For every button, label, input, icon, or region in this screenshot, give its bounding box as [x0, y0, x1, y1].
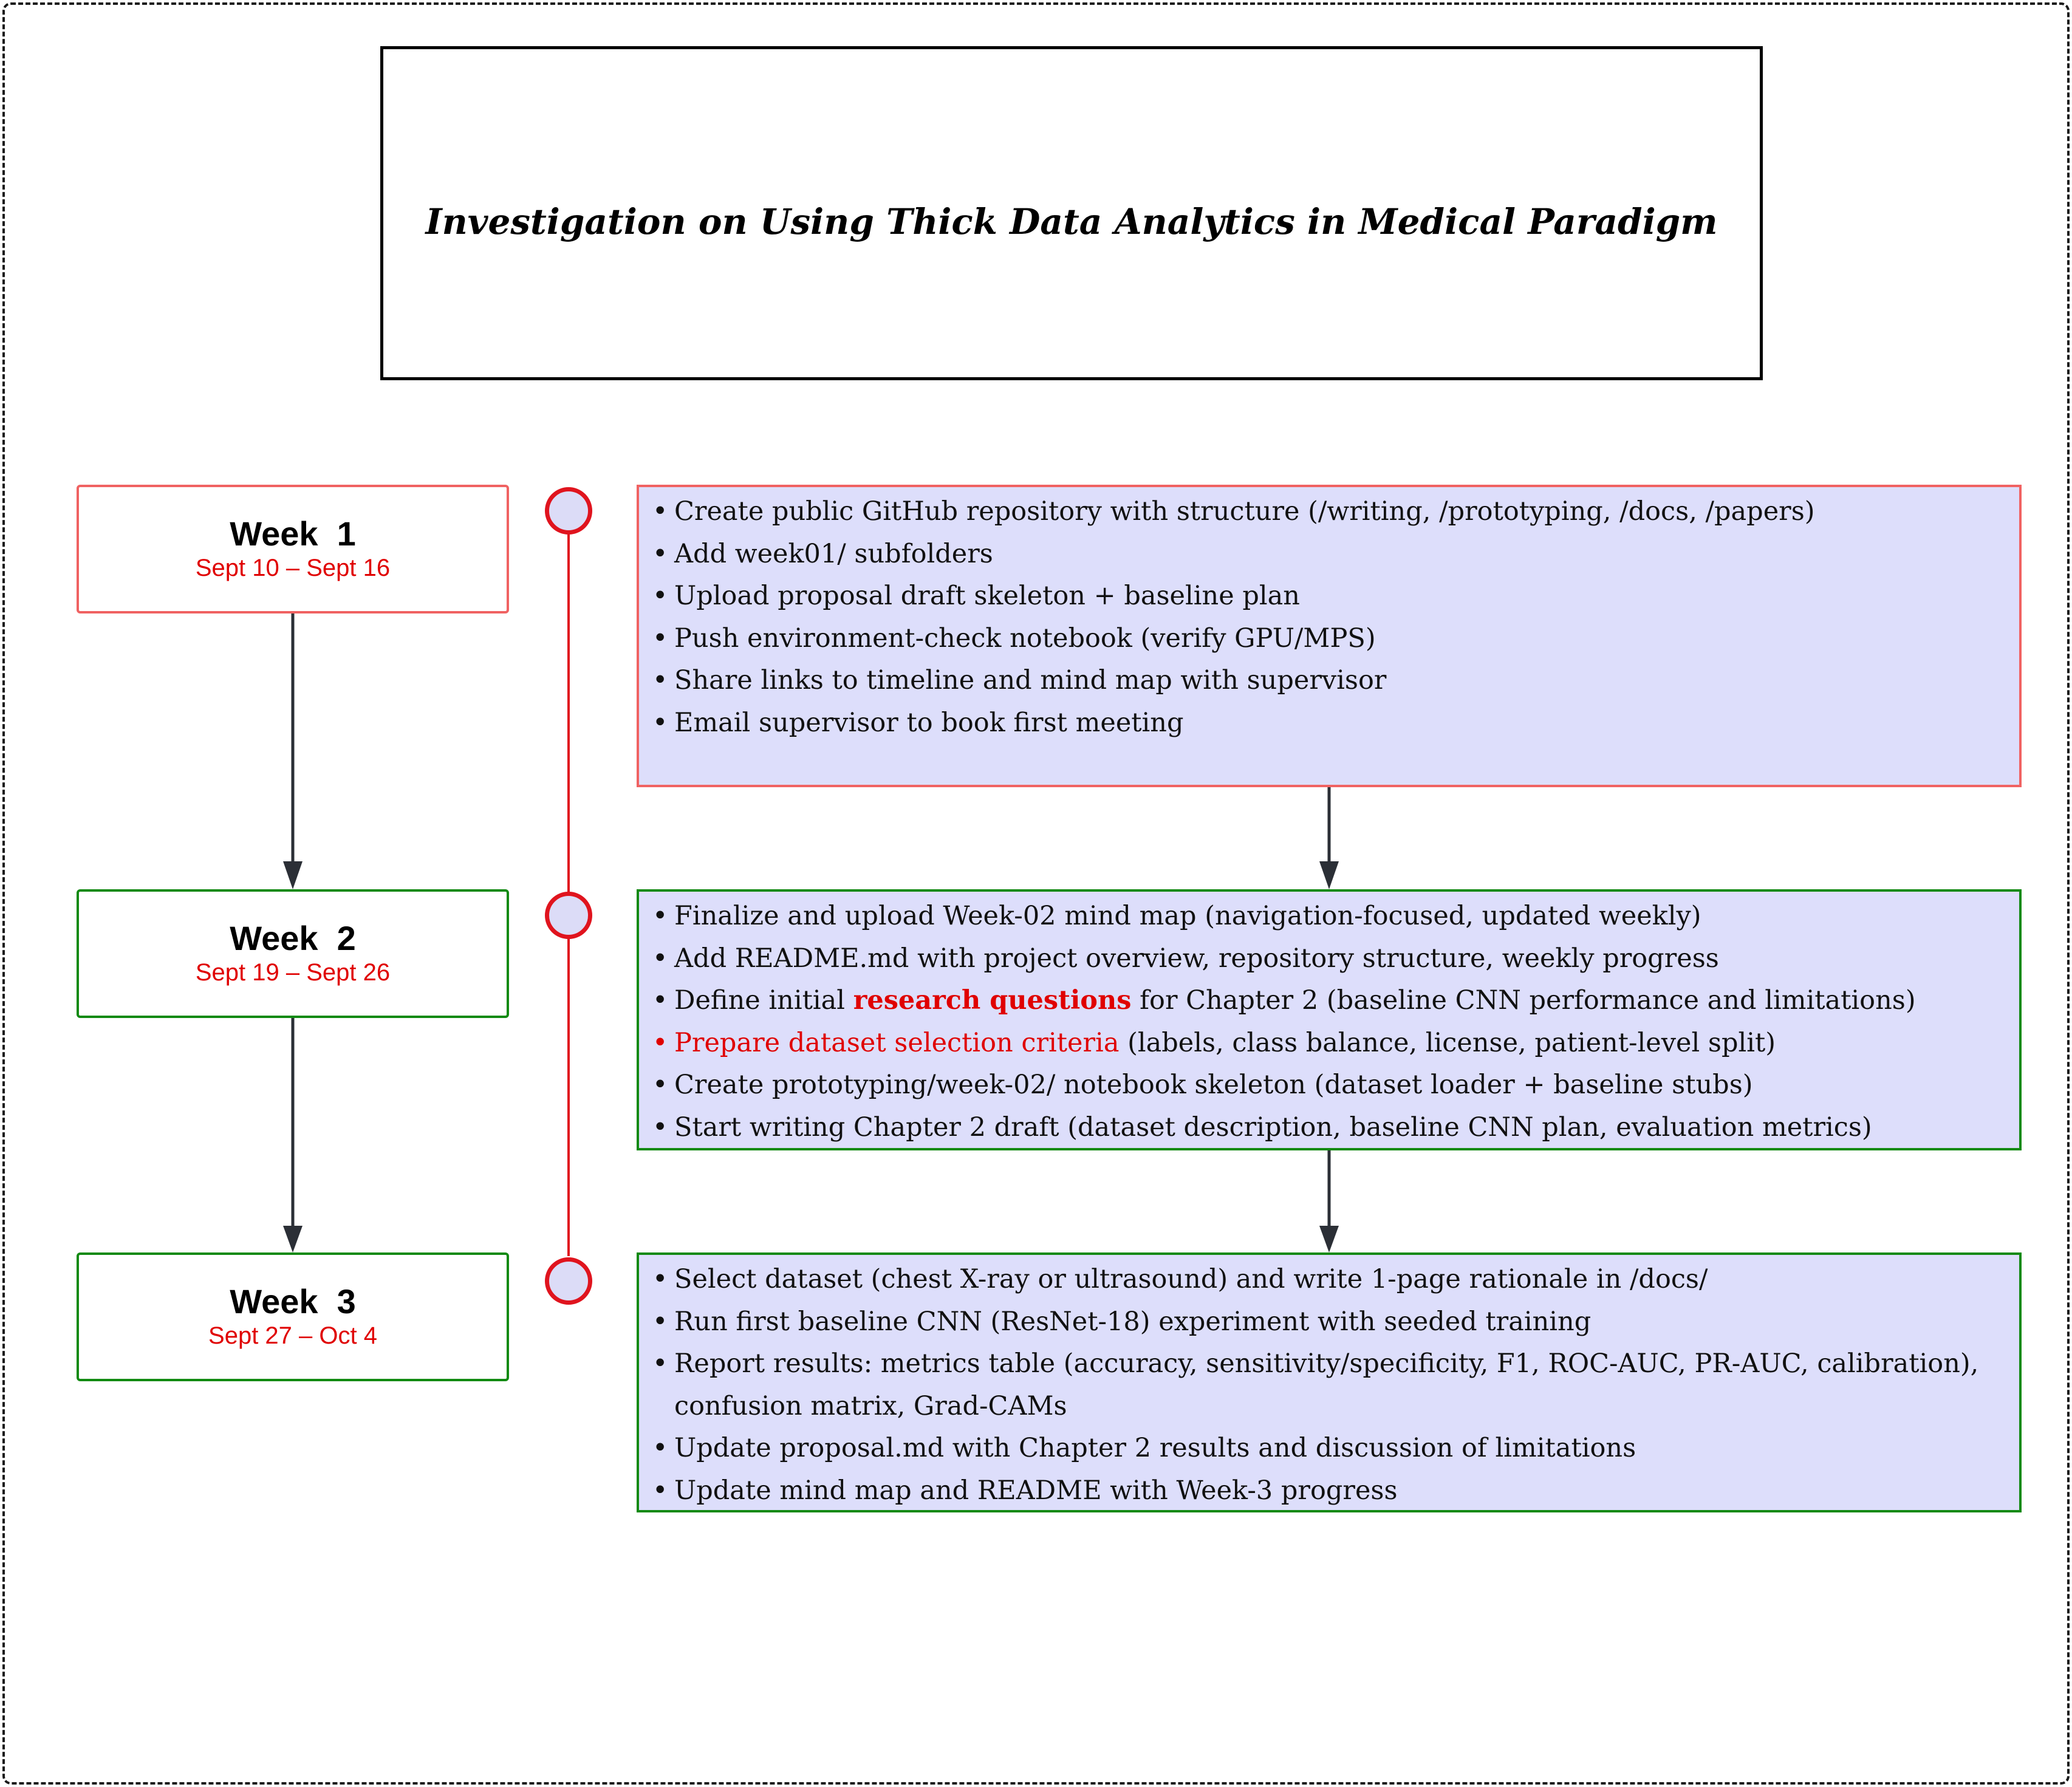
task-item: Add README.md with project overview, rep… — [652, 938, 2019, 980]
week3-label: Week 3 — [230, 1282, 356, 1321]
week1-task-box: Create public GitHub repository with str… — [637, 485, 2022, 787]
task-item: Finalize and upload Week-02 mind map (na… — [652, 895, 2019, 938]
task-item: Start writing Chapter 2 draft (dataset d… — [652, 1107, 2019, 1149]
timeline-node-week2 — [545, 892, 592, 939]
timeline-node-week1 — [545, 487, 592, 535]
tasks2-to-tasks3-arrowhead — [1319, 1226, 1339, 1252]
week2-box: Week 2 Sept 19 – Sept 26 — [77, 889, 509, 1018]
task-item: Create public GitHub repository with str… — [652, 491, 2019, 533]
week3-box: Week 3 Sept 27 – Oct 4 — [77, 1252, 509, 1381]
task-item: Run first baseline CNN (ResNet-18) exper… — [652, 1301, 2019, 1344]
task-text: (labels, class balance, license, patient… — [1119, 1027, 1776, 1058]
task-item: Add week01/ subfolders — [652, 533, 2019, 576]
tasks1-to-tasks2-arrowhead — [1319, 861, 1339, 889]
week2-dates: Sept 19 – Sept 26 — [195, 959, 391, 986]
task-text: Define initial — [674, 985, 853, 1016]
highlighted-text: Prepare dataset selection criteria — [674, 1027, 1120, 1058]
task-item: Create prototyping/week-02/ notebook ske… — [652, 1064, 2019, 1107]
task-item: Email supervisor to book first meeting — [652, 702, 2019, 745]
week3-task-box: Select dataset (chest X-ray or ultrasoun… — [637, 1252, 2022, 1512]
task-item: Share links to timeline and mind map wit… — [652, 660, 2019, 702]
title-box: Investigation on Using Thick Data Analyt… — [380, 46, 1763, 380]
week3-dates: Sept 27 – Oct 4 — [208, 1322, 377, 1349]
week1-to-week2-arrowhead — [283, 861, 303, 889]
task-item: Update proposal.md with Chapter 2 result… — [652, 1427, 2019, 1470]
task-item: Upload proposal draft skeleton + baselin… — [652, 575, 2019, 618]
week1-box: Week 1 Sept 10 – Sept 16 — [77, 485, 509, 613]
task-item-dataset-criteria: Prepare dataset selection criteria (labe… — [652, 1022, 2019, 1065]
week2-to-week3-arrowhead — [283, 1226, 303, 1252]
task-item-research-questions: Define initial research questions for Ch… — [652, 980, 2019, 1022]
task-item: Update mind map and README with Week-3 p… — [652, 1470, 2019, 1512]
week2-label: Week 2 — [230, 919, 356, 957]
week1-label: Week 1 — [230, 514, 356, 553]
timeline-node-week3 — [545, 1257, 592, 1305]
task-text: for Chapter 2 (baseline CNN performance … — [1131, 985, 1916, 1016]
diagram-title: Investigation on Using Thick Data Analyt… — [425, 201, 1718, 242]
highlighted-text: research questions — [853, 985, 1132, 1016]
task-item: Report results: metrics table (accuracy,… — [652, 1343, 2019, 1427]
task-item: Select dataset (chest X-ray or ultrasoun… — [652, 1259, 2019, 1301]
week2-task-box: Finalize and upload Week-02 mind map (na… — [637, 889, 2022, 1150]
task-item: Push environment-check notebook (verify … — [652, 618, 2019, 660]
week1-dates: Sept 10 – Sept 16 — [195, 555, 391, 581]
